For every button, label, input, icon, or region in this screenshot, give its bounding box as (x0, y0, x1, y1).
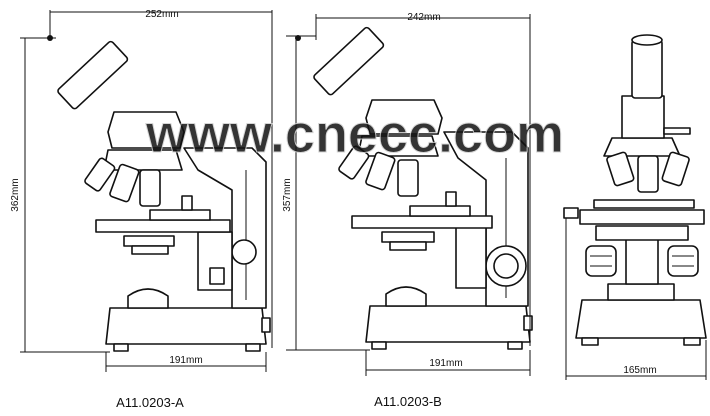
model-b-width-label: 242mm (407, 12, 440, 23)
microscope-a-dimensions (20, 10, 273, 372)
model-b-height-label: 357mm (282, 178, 293, 211)
reference-dot-b (295, 35, 301, 41)
watermark: www.cnecc.com (145, 104, 564, 164)
front-view-base-label: 165mm (623, 365, 656, 376)
model-a-width-label: 252mm (145, 9, 178, 20)
model-b-label: A11.0203-B (374, 394, 442, 409)
model-a-base-label: 191mm (169, 355, 202, 366)
microscope-a-drawing (57, 40, 271, 352)
microscope-front-view-dimensions (565, 218, 707, 380)
microscope-b-dimensions (286, 14, 531, 376)
microscope-b-drawing (313, 26, 533, 350)
microscope-front-view-drawing (563, 34, 707, 346)
model-a-label: A11.0203-A (116, 395, 184, 410)
model-a-height-label: 362mm (10, 178, 21, 211)
model-b-base-label: 191mm (429, 358, 462, 369)
reference-dot-a (47, 35, 53, 41)
